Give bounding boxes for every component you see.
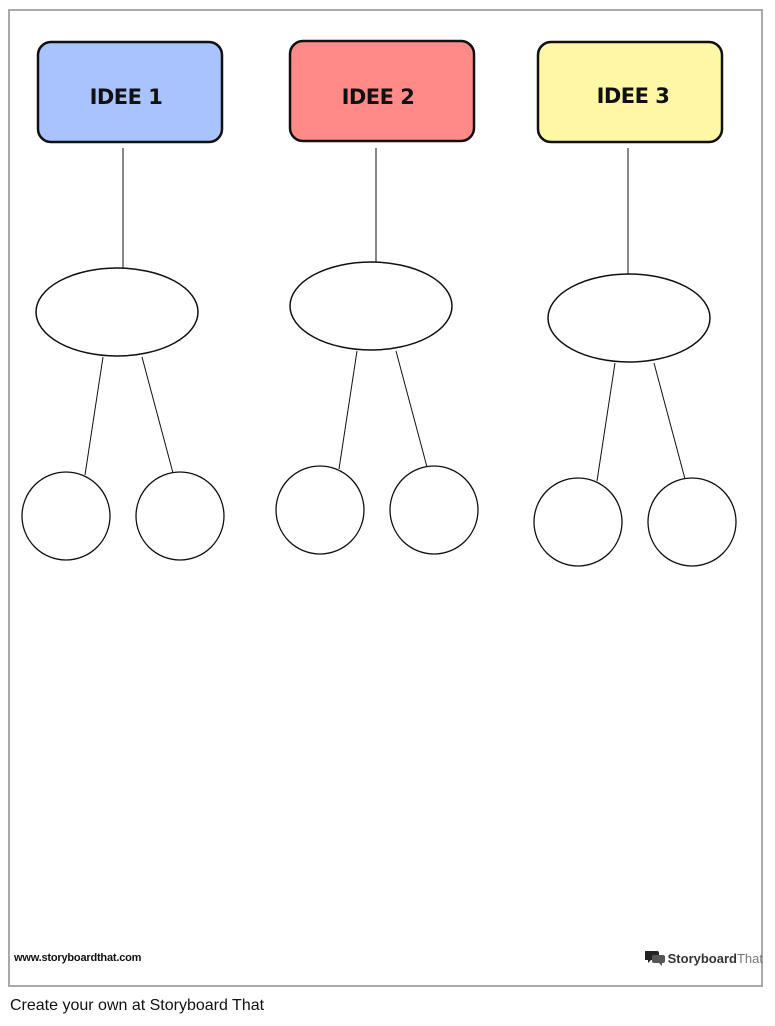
detail-ellipse-2[interactable] [289, 261, 453, 351]
detail-ellipse-1[interactable] [35, 267, 199, 357]
connector-line [141, 356, 174, 474]
speech-bubbles-icon [644, 951, 665, 966]
idea-box-2[interactable] [288, 39, 476, 143]
idea-label-1: IDEE 1 [90, 85, 163, 109]
create-your-own-note[interactable]: Create your own at Storyboard That [10, 997, 265, 1014]
site-url[interactable]: www.storyboardthat.com [14, 952, 142, 964]
detail-circle-1a[interactable] [21, 471, 111, 561]
detail-circle-3b[interactable] [647, 477, 737, 567]
detail-circle-3a[interactable] [533, 477, 623, 567]
worksheet-frame [8, 9, 763, 987]
brand-bold: Storyboard [667, 950, 737, 966]
idea-box-1[interactable] [36, 40, 224, 144]
connector-line [653, 362, 686, 480]
detail-ellipse-3[interactable] [547, 273, 711, 363]
detail-circle-2a[interactable] [275, 465, 365, 555]
idea-label-3: IDEE 3 [597, 84, 670, 108]
brand-logo[interactable]: StoryboardThat [644, 949, 763, 967]
connector-line [596, 362, 616, 482]
idea-box-3[interactable] [536, 40, 724, 144]
connector-line [84, 356, 104, 476]
brand-light: That [736, 950, 763, 966]
detail-circle-2b[interactable] [389, 465, 479, 555]
connector-line [395, 350, 428, 468]
detail-circle-1b[interactable] [135, 471, 225, 561]
connector-line [338, 350, 358, 470]
brand-wordmark: StoryboardThat [668, 951, 763, 966]
idea-group-3: IDEE 3 [533, 40, 737, 567]
idea-label-2: IDEE 2 [342, 85, 415, 109]
idea-group-1: IDEE 1 [21, 40, 225, 561]
idea-group-2: IDEE 2 [275, 39, 479, 555]
